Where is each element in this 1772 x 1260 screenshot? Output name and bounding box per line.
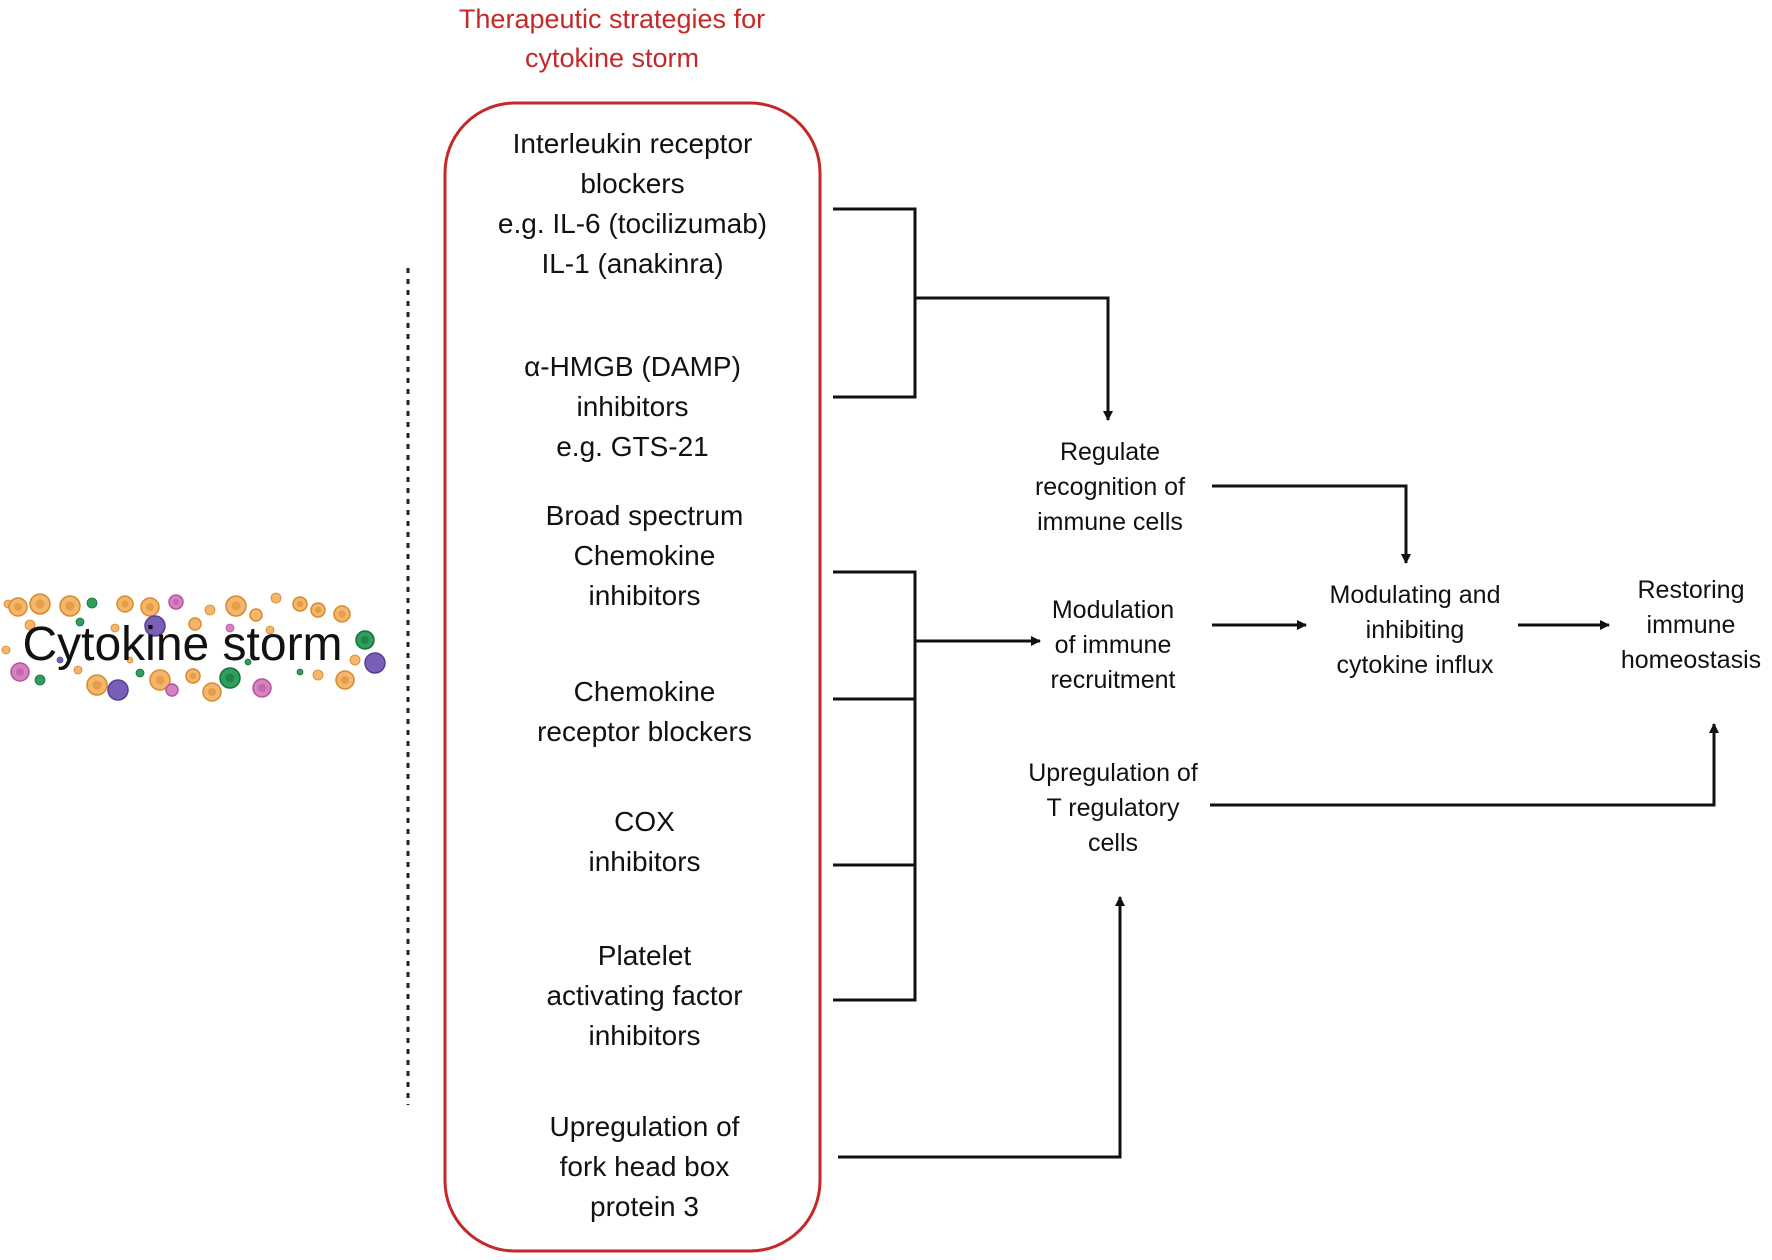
cytokine-cell-nucleus	[189, 672, 197, 680]
cytokine-cell	[265, 625, 275, 635]
effect-cytokine-influx: Modulating and inhibiting cytokine influ…	[1329, 581, 1501, 679]
strategy-interleukin-blockers: Interleukin receptor blockers e.g. IL-6 …	[497, 128, 768, 279]
cytokine-cell-nucleus	[257, 683, 267, 693]
cytokine-cell	[34, 674, 46, 686]
cytokine-cell	[56, 656, 64, 664]
cytokine-cell-nucleus	[225, 673, 235, 683]
cytokine-cell	[107, 679, 129, 701]
bracket-middle-connector	[833, 570, 917, 1002]
cytokine-cell	[135, 668, 145, 678]
cytokine-cell-nucleus	[340, 675, 350, 685]
cytokine-cell	[225, 623, 235, 633]
cytokine-cell	[349, 654, 361, 666]
cytokine-cell-nucleus	[314, 606, 322, 614]
cytokine-cell-nucleus	[15, 667, 25, 677]
strategy-chemokine-inhibitors: Broad spectrum Chemokine inhibitors	[545, 500, 744, 611]
arrow-treg-to-homeostasis	[1210, 723, 1719, 807]
diagram-title: Therapeutic strategies for cytokine stor…	[458, 4, 766, 73]
strategy-cox-inhibitors: COX inhibitors	[588, 806, 701, 877]
strategies-box	[443, 101, 822, 1253]
cytokine-cell-nucleus	[172, 598, 180, 606]
cytokine-cell	[126, 656, 134, 664]
cytokine-cell-nucleus	[35, 599, 45, 609]
cytokine-cell-nucleus	[360, 635, 370, 645]
cytokine-cell-nucleus	[92, 680, 102, 690]
bracket-top-connector	[833, 207, 917, 399]
cytokine-cell-nucleus	[231, 601, 241, 611]
cytokine-cell	[110, 623, 120, 633]
cytokine-cell	[73, 665, 83, 675]
arrow-foxp3-to-treg	[838, 896, 1125, 1159]
effect-treg-upregulation: Upregulation of T regulatory cells	[1028, 759, 1198, 857]
cytokine-cell-nucleus	[296, 600, 304, 608]
strategy-platelet-inhibitors: Platelet activating factor inhibitors	[546, 940, 743, 1051]
effect-restoring-homeostasis: Restoring immune homeostasis	[1620, 576, 1762, 674]
cytokine-cell-nucleus	[338, 610, 346, 618]
cytokine-storm-label: Cytokine storm	[22, 618, 343, 671]
cytokine-cell	[165, 683, 179, 697]
cytokine-cell	[249, 608, 263, 622]
cytokine-cell-nucleus	[155, 675, 165, 685]
cytokine-cell	[75, 617, 85, 627]
cytokine-cells-illustration	[1, 592, 386, 702]
cytokine-cell-nucleus	[121, 600, 129, 608]
arrow-recognition-to-influx	[1212, 484, 1411, 564]
cytokine-cell-nucleus	[65, 601, 75, 611]
cytokine-cell	[188, 617, 202, 631]
cytokine-cell-nucleus	[207, 687, 217, 697]
cytokine-cell-nucleus	[145, 602, 155, 612]
cytokine-cell	[296, 668, 304, 676]
strategy-foxp3-upregulation: Upregulation of fork head box protein 3	[549, 1111, 740, 1222]
cytokine-cell	[244, 658, 252, 666]
arrow-to-recognition	[915, 296, 1113, 421]
cytokine-cell	[144, 615, 166, 637]
strategy-hmgb-inhibitors: α-HMGB (DAMP) inhibitors e.g. GTS-21	[524, 351, 741, 462]
cytokine-cell-nucleus	[13, 602, 23, 612]
cytokine-cell	[1, 645, 11, 655]
cytokine-cell	[364, 652, 386, 674]
cytokine-cell	[270, 592, 282, 604]
effect-regulate-recognition: Regulate recognition of immune cells	[1034, 438, 1186, 536]
cytokine-cell	[204, 604, 216, 616]
effect-modulate-recruitment: Modulation of immune recruitment	[1050, 596, 1176, 694]
cytokine-cell	[24, 619, 36, 631]
strategy-chemokine-receptor-blockers: Chemokine receptor blockers	[537, 676, 752, 747]
cytokine-cell	[312, 669, 324, 681]
cytokine-cell	[86, 597, 98, 609]
